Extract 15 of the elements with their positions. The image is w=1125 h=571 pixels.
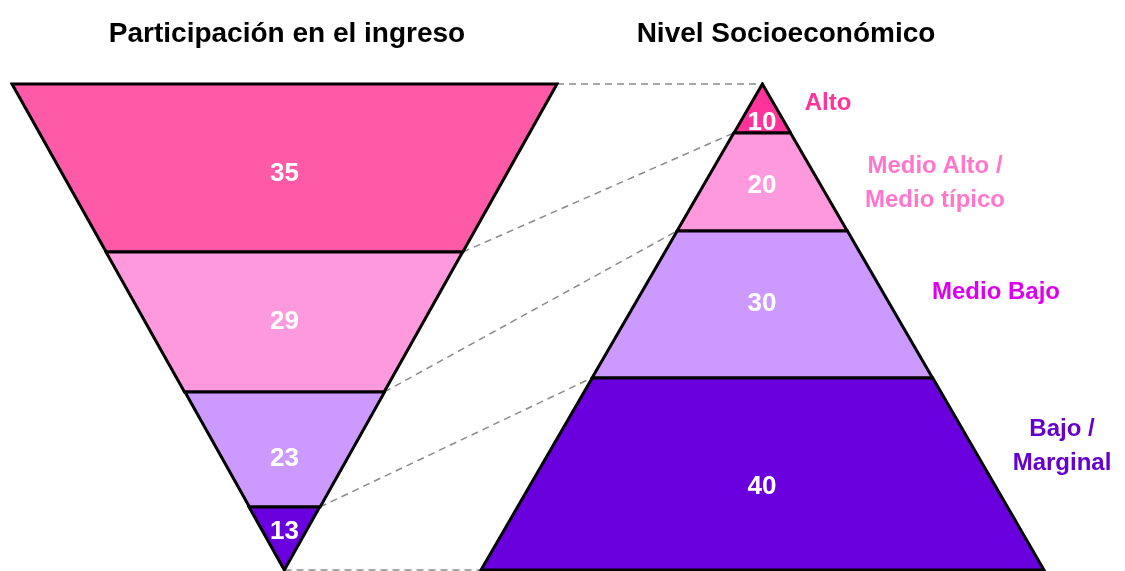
heading: Participación en el ingreso [108,16,466,50]
level-label: Bajo / Marginal [1011,413,1113,477]
dashed-connector [283,569,482,571]
heading: Nivel Socioeconómico [636,16,936,50]
band-value: 29 [270,307,299,333]
band-value: 40 [747,472,777,498]
level-label: Medio Bajo [931,276,1061,307]
level-label: Alto [803,87,853,118]
level-label: Medio Alto / Medio típico [864,150,1006,214]
band-value: 23 [270,444,299,470]
band-value: 30 [747,289,777,315]
band-value: 13 [270,517,299,543]
band-value: 10 [747,108,777,134]
band-value: 20 [747,171,777,197]
band-value: 35 [270,159,299,185]
